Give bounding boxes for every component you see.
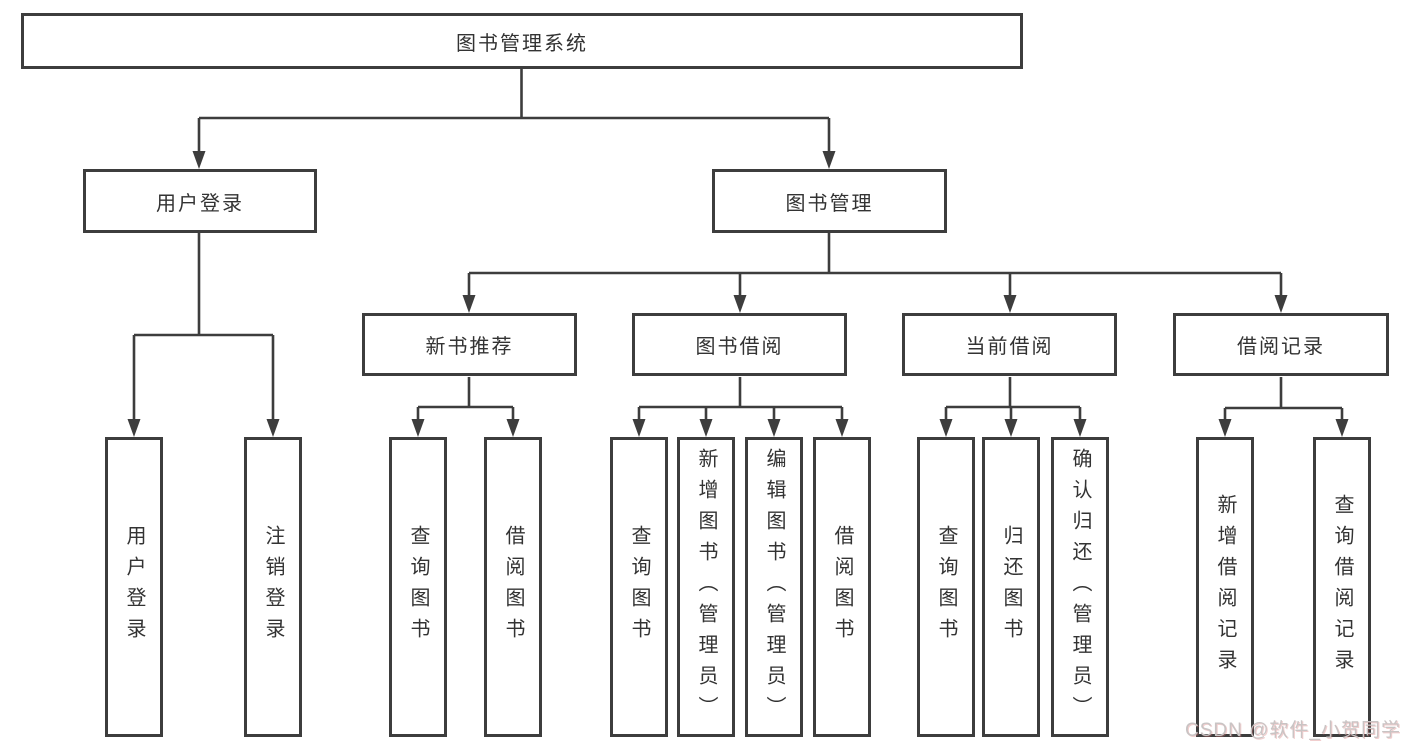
- node-book-mgmt-label: 图书管理: [785, 192, 874, 215]
- leaf-confirm-return-admin-label: 确认归还（管理员）: [1069, 447, 1091, 727]
- node-user-login: 用户登录: [83, 169, 317, 233]
- node-borrow-records: 借阅记录: [1173, 313, 1389, 376]
- leaf-logout-label: 注销登录: [262, 525, 284, 649]
- leaf-query-borrow-record-label: 查询借阅记录: [1331, 494, 1353, 680]
- leaf-logout: 注销登录: [244, 437, 302, 737]
- node-root: 图书管理系统: [21, 13, 1023, 69]
- leaf-edit-books-admin-label: 编辑图书（管理员）: [763, 447, 785, 727]
- leaf-confirm-return-admin: 确认归还（管理员）: [1051, 437, 1109, 737]
- leaf-recommend-query-books-label: 查询图书: [407, 525, 429, 649]
- leaf-borrow-query-books: 查询图书: [610, 437, 668, 737]
- leaf-edit-books-admin: 编辑图书（管理员）: [745, 437, 803, 737]
- node-borrow-records-label: 借阅记录: [1237, 336, 1325, 358]
- leaf-borrow-query-books-label: 查询图书: [628, 525, 650, 649]
- leaf-add-borrow-record-label: 新增借阅记录: [1214, 494, 1236, 680]
- leaf-add-borrow-record: 新增借阅记录: [1196, 437, 1254, 737]
- leaf-borrow-books: 借阅图书: [813, 437, 871, 737]
- leaf-return-books-label: 归还图书: [1000, 525, 1022, 649]
- arrowheads: [127, 151, 1349, 437]
- node-root-label: 图书管理系统: [456, 32, 588, 55]
- node-current-borrow-label: 当前借阅: [965, 336, 1054, 358]
- leaf-current-query-books: 查询图书: [917, 437, 975, 737]
- leaf-query-borrow-record: 查询借阅记录: [1313, 437, 1371, 737]
- node-book-borrow-label: 图书借阅: [695, 336, 784, 358]
- node-current-borrow: 当前借阅: [902, 313, 1117, 376]
- leaf-add-books-admin-label: 新增图书（管理员）: [695, 447, 717, 727]
- watermark: CSDN @软件_小贺同学: [1185, 720, 1401, 741]
- node-new-book-recommend: 新书推荐: [362, 313, 577, 376]
- node-user-login-label: 用户登录: [156, 192, 244, 215]
- leaf-recommend-borrow-books: 借阅图书: [484, 437, 542, 737]
- leaf-borrow-books-label: 借阅图书: [831, 525, 853, 649]
- node-new-book-recommend-label: 新书推荐: [425, 336, 514, 358]
- leaf-recommend-borrow-books-label: 借阅图书: [502, 525, 524, 649]
- leaf-user-login-label: 用户登录: [123, 525, 145, 649]
- leaf-recommend-query-books: 查询图书: [389, 437, 447, 737]
- node-book-mgmt: 图书管理: [712, 169, 947, 233]
- leaf-return-books: 归还图书: [982, 437, 1040, 737]
- leaf-user-login: 用户登录: [105, 437, 163, 737]
- node-book-borrow: 图书借阅: [632, 313, 847, 376]
- connector-paths: [132, 69, 1344, 421]
- leaf-add-books-admin: 新增图书（管理员）: [677, 437, 735, 737]
- leaf-current-query-books-label: 查询图书: [935, 525, 957, 649]
